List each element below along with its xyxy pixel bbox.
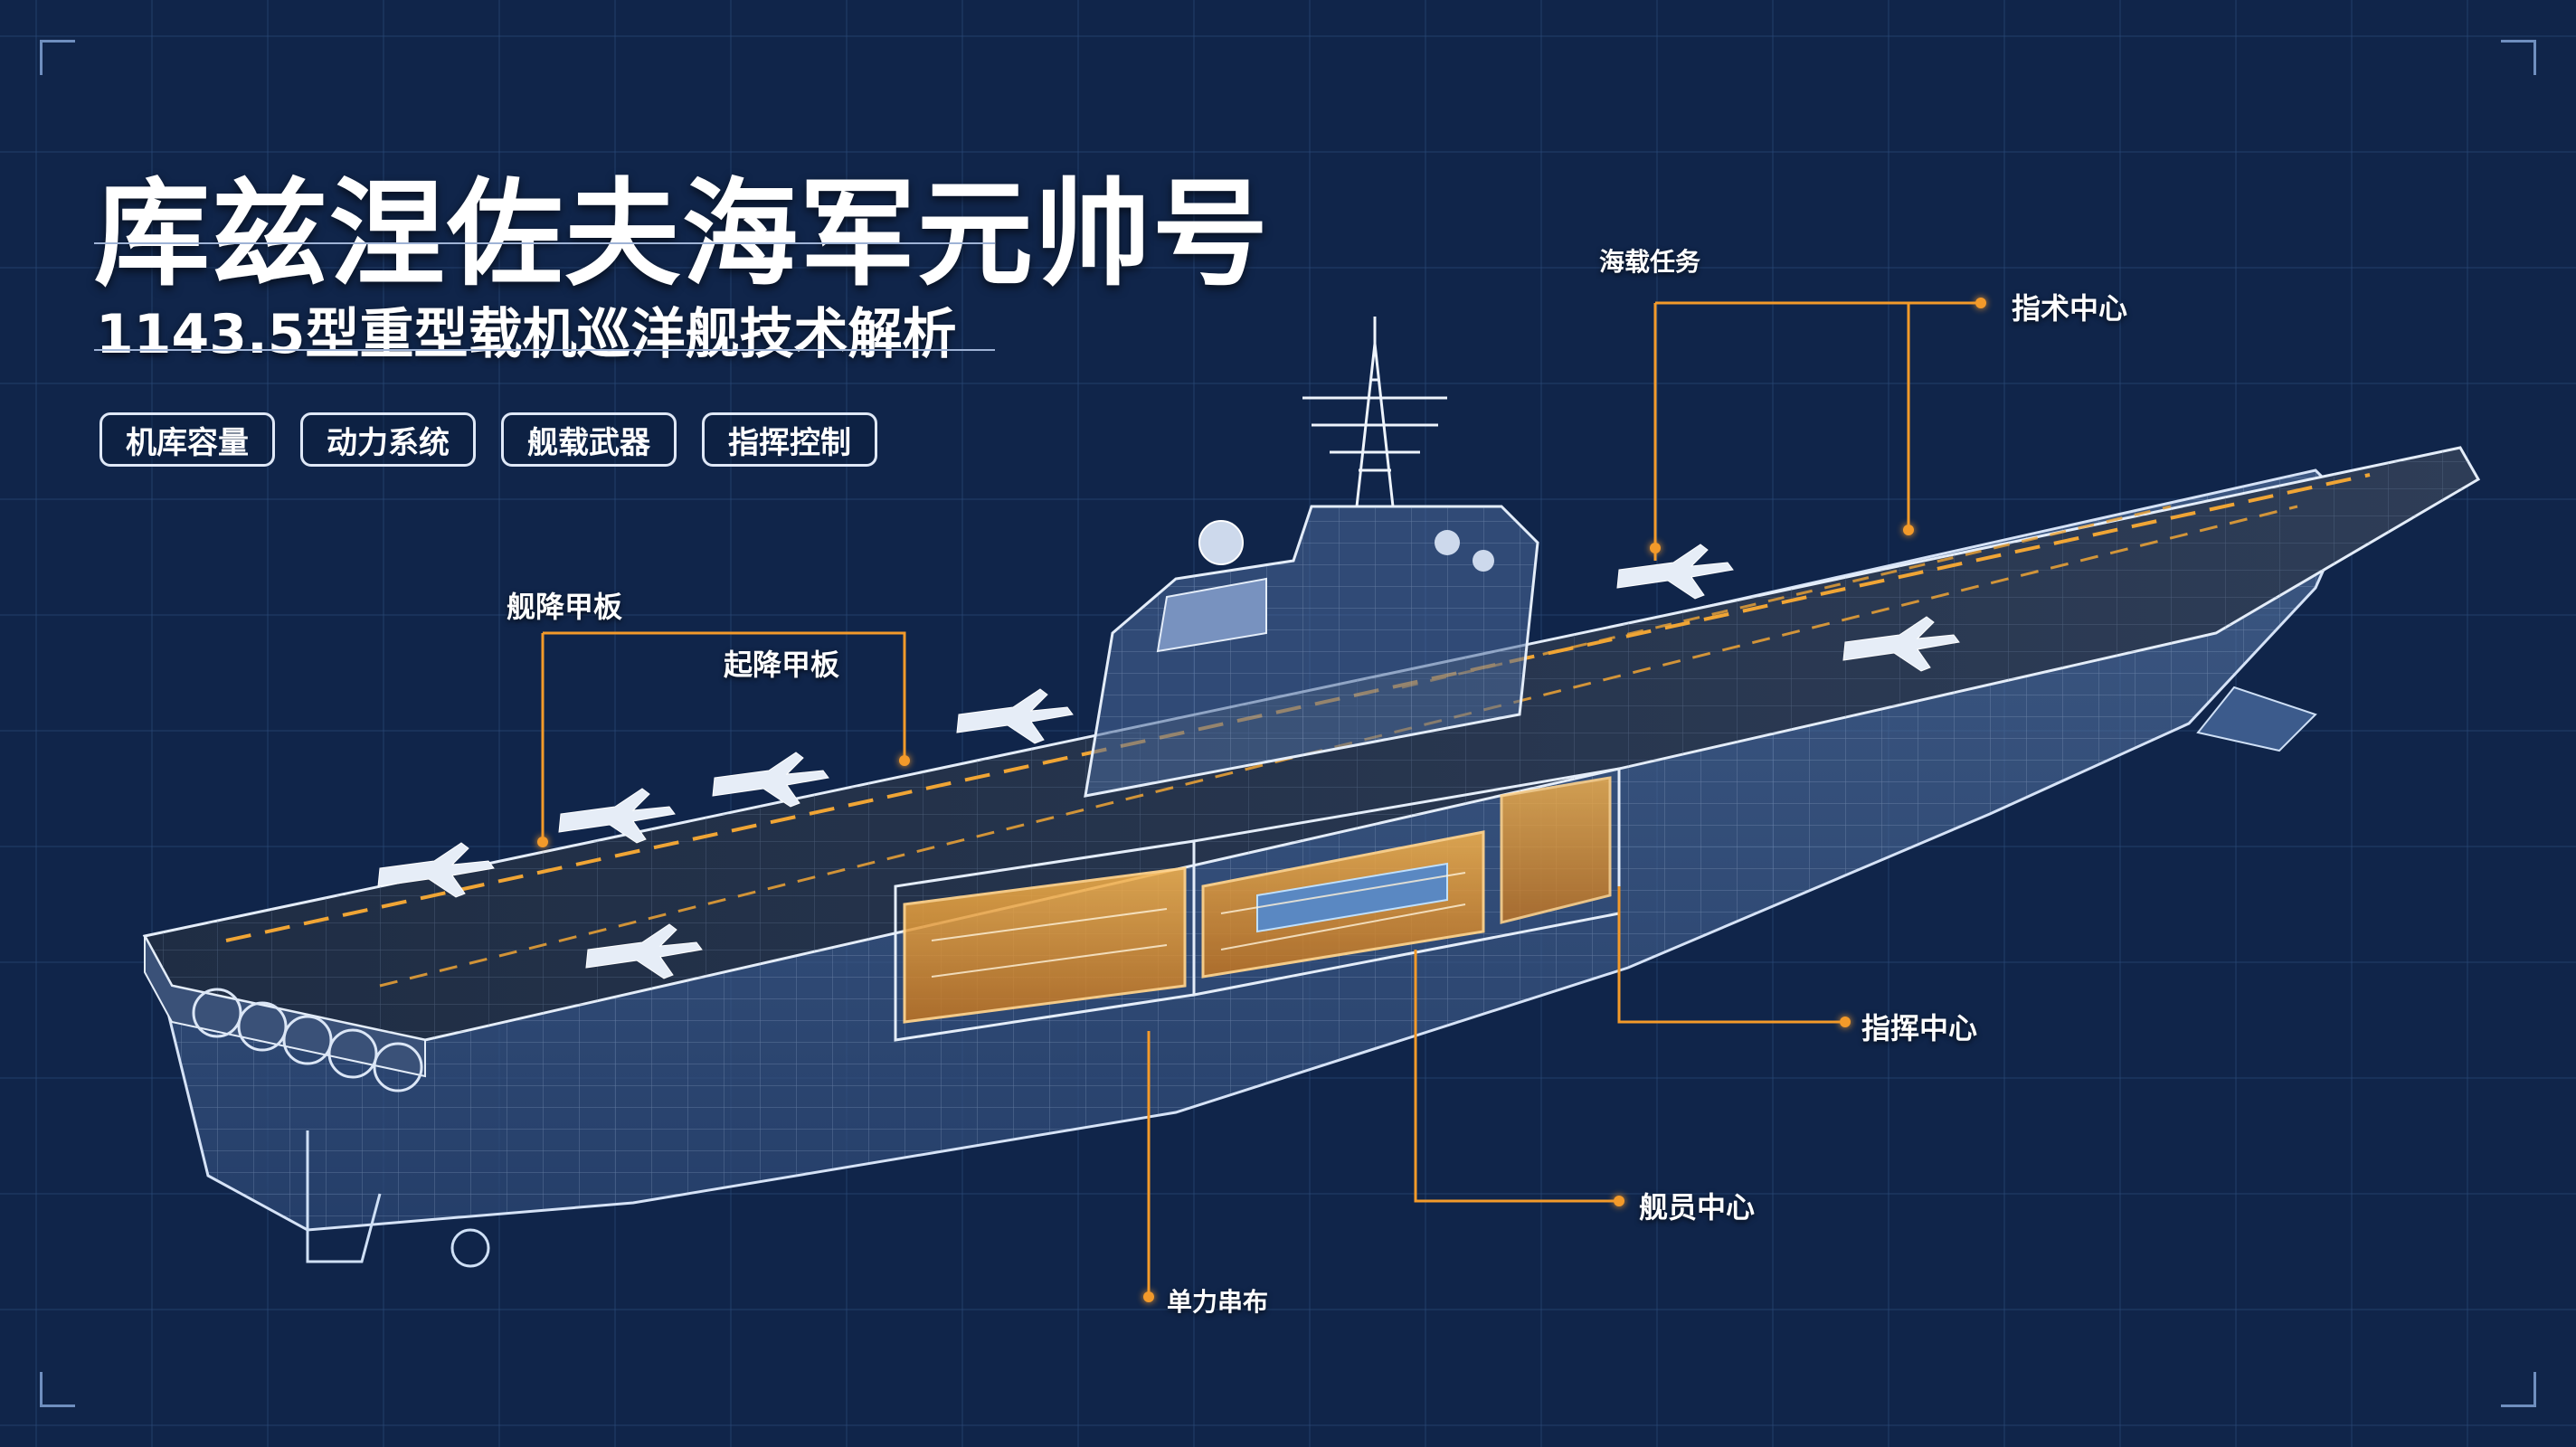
corner-bracket-top-right <box>2501 40 2536 75</box>
callout-leader-lines <box>541 301 1981 1298</box>
title-divider <box>94 242 995 244</box>
corner-bracket-bottom-left <box>40 1372 75 1407</box>
tab-hangar-capacity[interactable]: 机库容量 <box>99 412 275 467</box>
callout-marker <box>1143 1291 1154 1302</box>
callout-landing-deck: 舰降甲板 <box>507 590 623 624</box>
callout-crew-center: 舰员中心 <box>1639 1190 1756 1225</box>
callout-marker <box>1614 1196 1624 1206</box>
callout-top-mission: 海载任务 <box>1599 247 1701 277</box>
callout-marker <box>1975 298 1986 308</box>
callout-command-center: 指挥中心 <box>1861 1011 1978 1045</box>
callout-marker <box>1650 543 1661 553</box>
callout-command-upper: 指术中心 <box>2012 291 2128 326</box>
page-title: 库兹涅佐夫海军元帅号 <box>94 166 1271 302</box>
aircraft-group <box>377 544 1960 979</box>
callout-marker <box>1903 525 1914 535</box>
cutaway-compartments <box>894 767 1621 1042</box>
subtitle-divider <box>94 349 995 351</box>
callout-marker <box>537 837 548 847</box>
island-superstructure <box>1084 317 1539 798</box>
corner-bracket-bottom-right <box>2501 1372 2536 1407</box>
callout-marker <box>1840 1017 1851 1027</box>
corner-bracket-top-left <box>40 40 75 75</box>
page-subtitle: 1143.5型重型载机巡洋舰技术解析 <box>96 302 957 366</box>
bow-bulkhead-detail <box>192 988 423 1092</box>
feature-tabs: 机库容量 动力系统 舰载武器 指挥控制 <box>99 412 877 467</box>
callout-marker <box>899 755 910 766</box>
tab-command-control[interactable]: 指挥控制 <box>702 412 877 467</box>
tab-power-system[interactable]: 动力系统 <box>300 412 476 467</box>
callout-flight-deck: 起降甲板 <box>724 648 840 682</box>
callout-power-system: 单力串布 <box>1167 1287 1269 1317</box>
tab-weapons[interactable]: 舰载武器 <box>501 412 677 467</box>
